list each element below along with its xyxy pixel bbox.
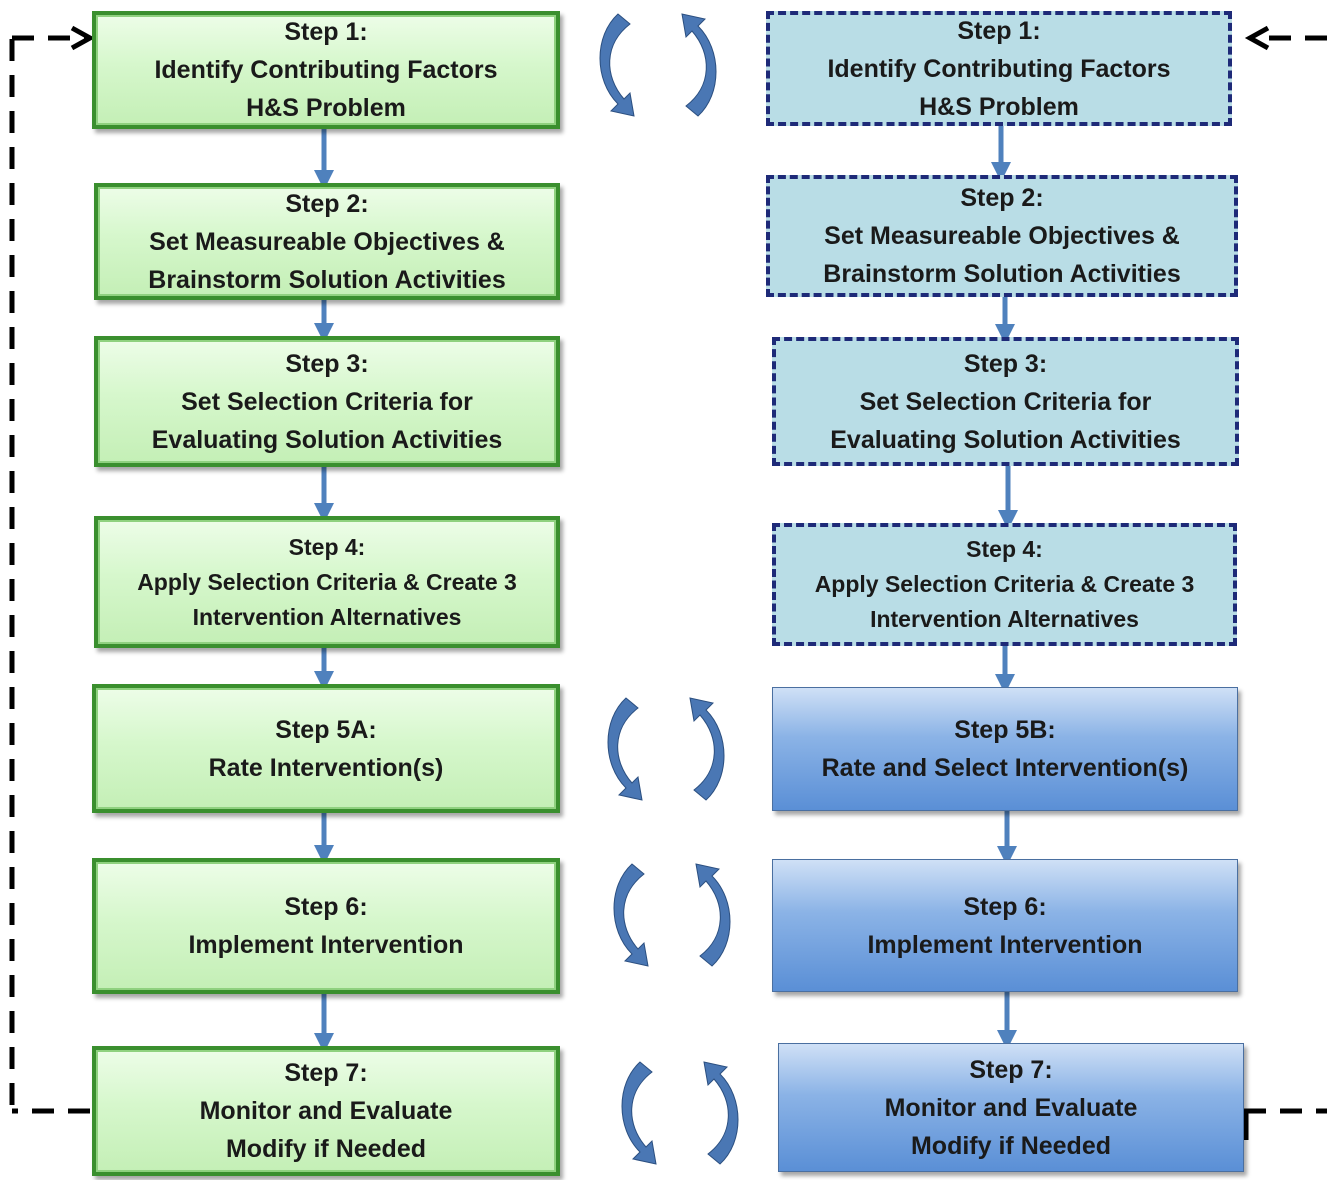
left-loop-back-line [9, 35, 90, 1114]
loop-arrowhead [70, 25, 96, 51]
step-text: Monitor and Evaluate [884, 1093, 1138, 1122]
right-step-7-box: Step 7: Monitor and Evaluate Modify if N… [778, 1043, 1244, 1172]
step-label: Step 2: [285, 189, 369, 218]
step-label: Step 1: [957, 16, 1041, 45]
step-label: Step 7: [284, 1059, 368, 1087]
right-step-1-box: Step 1: Identify Contributing Factors H&… [766, 11, 1232, 126]
step-text: Evaluating Solution Activities [151, 425, 503, 454]
step-label: Step 4: [288, 533, 366, 560]
right-connectors [991, 126, 1018, 1050]
step-label: Step 6: [963, 892, 1047, 921]
left-step-4-box: Step 4: Apply Selection Criteria & Creat… [94, 516, 560, 648]
right-step-2-box: Step 2: Set Measureable Objectives & Bra… [766, 175, 1238, 297]
step-label: Step 6: [284, 893, 368, 921]
step-text: Monitor and Evaluate [199, 1097, 453, 1125]
step-label: Step 4: [966, 536, 1043, 562]
left-step-7-box: Step 7: Monitor and Evaluate Modify if N… [92, 1046, 560, 1176]
right-loop-back-line [1244, 35, 1327, 1114]
left-step-2-box: Step 2: Set Measureable Objectives & Bra… [94, 183, 560, 300]
step-text: Brainstorm Solution Activities [823, 260, 1181, 288]
step-text: Set Selection Criteria for [859, 387, 1152, 416]
step-text: H&S Problem [246, 94, 406, 122]
step-label: Step 7: [969, 1055, 1053, 1084]
right-step-3-box: Step 3: Set Selection Criteria for Evalu… [772, 337, 1239, 466]
step-label: Step 5A: [275, 715, 377, 744]
step-text: Intervention Alternatives [192, 603, 462, 630]
right-step-5b-box: Step 5B: Rate and Select Intervention(s) [772, 687, 1238, 811]
step-label: Step 2: [960, 184, 1044, 212]
step-text: Set Measureable Objectives & [149, 227, 505, 256]
cycle-arrows-icon [613, 863, 731, 967]
step-text: Brainstorm Solution Activities [148, 265, 506, 294]
step-text: Modify if Needed [910, 1131, 1111, 1160]
step-text: Apply Selection Criteria & Create 3 [814, 571, 1195, 597]
step-text: Implement Intervention [188, 931, 464, 959]
step-text: Evaluating Solution Activities [830, 425, 1181, 454]
step-label: Step 5B: [954, 716, 1056, 744]
left-step-5a-box: Step 5A: Rate Intervention(s) [92, 684, 560, 813]
step-text: Intervention Alternatives [870, 606, 1139, 632]
cycle-arrows-icon [607, 697, 725, 801]
step-text: Rate and Select Intervention(s) [821, 754, 1189, 782]
step-text: Rate Intervention(s) [208, 753, 444, 782]
step-text: H&S Problem [919, 92, 1079, 121]
left-step-3-box: Step 3: Set Selection Criteria for Evalu… [94, 336, 560, 467]
step-text: Set Measureable Objectives & [824, 222, 1180, 250]
step-text: Identify Contributing Factors [827, 54, 1171, 83]
loop-arrowhead [1244, 25, 1270, 51]
left-step-1-box: Step 1: Identify Contributing Factors H&… [92, 11, 560, 129]
left-step-6-box: Step 6: Implement Intervention [92, 858, 560, 994]
step-text: Apply Selection Criteria & Create 3 [137, 568, 517, 595]
cycle-arrows-icon [621, 1061, 739, 1165]
right-step-6-box: Step 6: Implement Intervention [772, 859, 1238, 992]
step-label: Step 3: [285, 349, 369, 378]
step-label: Step 3: [963, 349, 1048, 378]
step-text: Identify Contributing Factors [154, 56, 498, 84]
cycle-arrows-icon [599, 13, 717, 117]
step-text: Set Selection Criteria for [181, 387, 473, 416]
right-step-4-box: Step 4: Apply Selection Criteria & Creat… [772, 523, 1237, 646]
step-text: Implement Intervention [867, 930, 1143, 959]
step-label: Step 1: [284, 18, 368, 46]
step-text: Modify if Needed [225, 1135, 426, 1163]
